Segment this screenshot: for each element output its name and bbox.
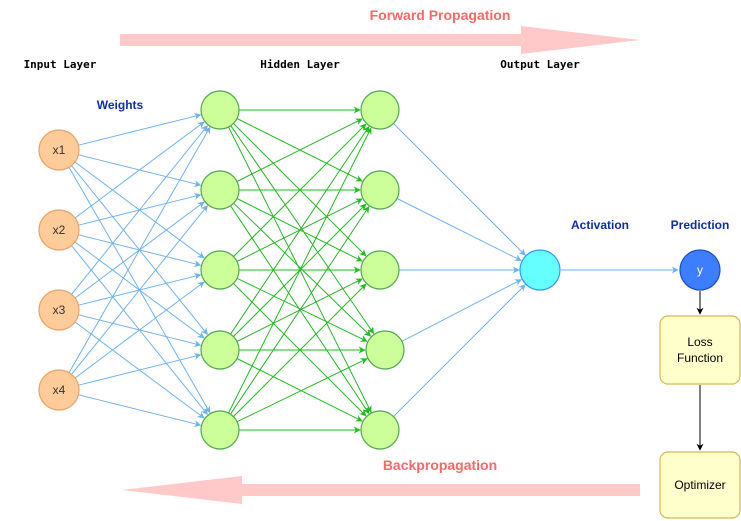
prediction-node-label: y [697,263,703,277]
hidden-node-2-4 [365,330,405,370]
hidden-edge [236,358,368,423]
hidden-edge [236,277,368,342]
prediction-node: y [679,249,721,291]
output-edge [396,198,522,262]
weight-edge [78,112,202,146]
backpropagation-arrow [122,476,640,504]
weight-edge [71,205,208,375]
optimizer-label: Optimizer [674,478,725,492]
input-node-x4: x4 [38,369,80,411]
output-layer-title: Output Layer [500,58,580,71]
weight-edge [78,352,202,386]
hidden-node-1-3 [200,250,240,290]
output-edge [401,279,522,342]
prediction-label: Prediction [671,218,730,232]
hidden-node-2-3 [360,250,400,290]
input-to-hidden-edges [68,112,211,428]
hidden-edge [233,123,367,257]
forward-propagation-title: Forward Propagation [370,7,511,23]
weight-edge [68,126,211,373]
loss-function-label-line1: Loss [687,335,712,349]
output-edge [393,123,526,256]
hidden-layer-title: Hidden Layer [260,58,340,71]
input-node-x1: x1 [38,129,80,171]
loss-function-label-line2: Function [677,351,723,365]
hidden-to-activation-edges [393,123,526,417]
loss-function-box: Loss Function [659,315,741,385]
hidden-edge [230,126,370,335]
weight-edge [71,125,208,295]
weights-label: Weights [97,98,144,112]
input-node-label: x4 [53,383,66,397]
input-node-x2: x2 [38,209,80,251]
forward-propagation-arrow [120,26,640,54]
input-layer-title: Input Layer [24,58,97,71]
input-node-label: x2 [53,223,66,237]
weight-edge [74,281,205,379]
backpropagation-title: Backpropagation [383,457,497,473]
hidden-edge [233,283,367,417]
input-node-label: x1 [53,143,66,157]
optimizer-box: Optimizer [659,451,741,519]
hidden-node-2-1 [360,90,400,130]
hidden-edge [236,358,363,422]
hidden-edge [228,127,372,414]
hidden-edge [230,125,375,335]
activation-label: Activation [571,218,629,232]
hidden-node-2-2 [360,170,400,210]
input-node-x3: x3 [38,289,80,331]
hidden-edge [230,206,370,415]
hidden-to-hidden-edges [228,106,375,434]
hidden-node-1-5 [200,410,240,450]
weight-edge [74,121,205,219]
weight-edge [78,394,202,428]
hidden-edge [236,118,363,182]
hidden-node-1-1 [200,90,240,130]
input-node-label: x3 [53,303,66,317]
activation-node [519,249,561,291]
hidden-node-2-5 [360,410,400,450]
output-edge [393,284,526,417]
hidden-node-1-4 [200,330,240,370]
hidden-node-1-2 [200,170,240,210]
